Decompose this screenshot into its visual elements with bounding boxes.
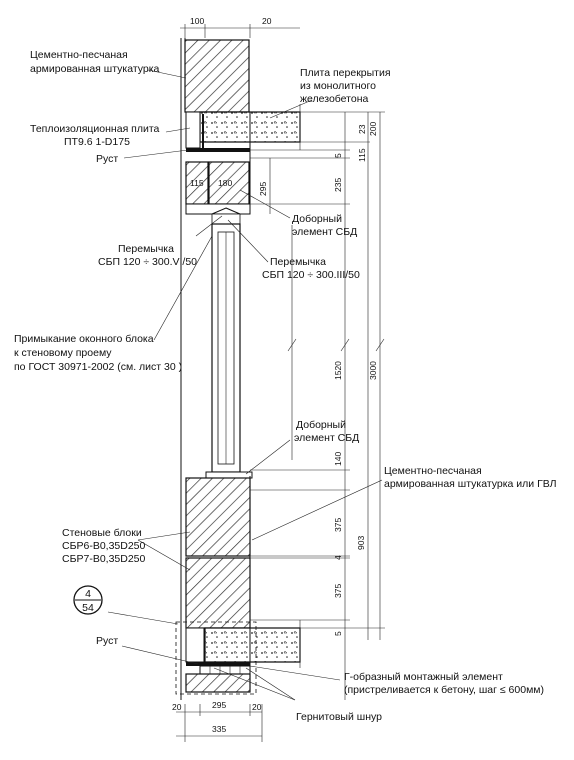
wall-block-upper — [185, 477, 251, 557]
dim-3000: 3000 — [368, 361, 378, 380]
dim-115: 115 — [357, 148, 367, 162]
label-plaster-top-2: армированная штукатурка — [30, 63, 160, 75]
label-wall-blocks-1: Стеновые блоки — [62, 527, 142, 539]
label-mount-2: (пристреливается к бетону, шаг ≤ 600мм) — [344, 684, 544, 696]
dim-top-20: 20 — [262, 16, 272, 26]
label-window-1: Примыкание оконного блока — [14, 333, 154, 345]
leader-lines — [107, 69, 383, 701]
label-window-2: к стеновому проему — [14, 347, 112, 359]
label-plaster-top-1: Цементно-песчаная — [30, 49, 128, 61]
dimension-texts: 100 20 200 23 5 115 235 295 115 180 1520… — [172, 16, 378, 734]
label-lintel-right-2: СБП 120 ÷ 300.III/50 — [262, 269, 360, 281]
dim-bottom-20-left: 20 — [172, 702, 182, 712]
dim-140: 140 — [333, 452, 343, 466]
floor-slab-bottom — [204, 627, 301, 663]
dim-903: 903 — [356, 536, 366, 550]
label-wall-blocks-2: СБР6-В0,35D250 — [62, 540, 146, 552]
insulation-bottom — [185, 627, 205, 663]
dim-5b: 5 — [333, 631, 343, 636]
label-slab-3: железобетона — [300, 93, 369, 105]
label-rust-bottom: Руст — [96, 635, 118, 647]
label-insulation-2: ПТ9.6 1-D175 — [64, 136, 130, 148]
detail-frame — [175, 621, 257, 695]
dim-4: 4 — [333, 555, 343, 560]
dim-bottom-295: 295 — [212, 700, 226, 710]
dim-180h: 180 — [218, 178, 232, 188]
label-extra-mid-1: Доборный — [296, 419, 346, 431]
dim-115h: 115 — [190, 178, 204, 188]
dimension-lines — [176, 24, 385, 742]
label-extra-top-2: элемент СБД — [292, 226, 357, 238]
label-slab-1: Плита перекрытия — [300, 67, 391, 79]
upper-wall-block — [184, 39, 250, 113]
label-wall-blocks-3: СБР7-В0,35D250 — [62, 553, 146, 565]
dim-235: 235 — [333, 178, 343, 192]
dim-top-100: 100 — [190, 16, 204, 26]
dim-bottom-20-right: 20 — [252, 702, 262, 712]
dim-bottom-335: 335 — [212, 724, 226, 734]
label-plaster-right-1: Цементно-песчаная — [384, 465, 482, 477]
gernit-cord — [199, 665, 251, 675]
label-plaster-right-2: армированная штукатурка или ГВЛ — [384, 478, 557, 490]
label-lintel-left-2: СБП 120 ÷ 300.VI/50 — [98, 256, 197, 268]
label-window-3: по ГОСТ 30971-2002 (см. лист 30 ) — [14, 361, 182, 373]
label-extra-mid-2: элемент СБД — [294, 432, 359, 444]
dim-375a: 375 — [333, 518, 343, 532]
insulation-plate — [185, 111, 201, 149]
label-mount-1: Г-образный монтажный элемент — [344, 671, 503, 683]
dim-375b: 375 — [333, 584, 343, 598]
label-extra-top-1: Доборный — [292, 213, 342, 225]
label-lintel-right-1: Перемычка — [270, 256, 326, 268]
label-rust-top: Руст — [96, 153, 118, 165]
dim-5a: 5 — [333, 153, 343, 158]
rust-bottom — [186, 662, 250, 666]
dim-200: 200 — [368, 122, 378, 136]
rust-top — [186, 148, 250, 152]
dim-295v: 295 — [258, 182, 268, 196]
label-slab-2: из монолитного — [300, 80, 376, 92]
callout-number: 4 — [85, 588, 91, 600]
dim-23: 23 — [357, 124, 367, 134]
label-lintel-left-1: Перемычка — [118, 243, 174, 255]
labels: Цементно-песчаная армированная штукатурк… — [14, 49, 557, 723]
label-insulation-1: Теплоизоляционная плита — [30, 123, 160, 135]
dim-1520: 1520 — [333, 361, 343, 380]
wall-structure — [175, 38, 301, 700]
base-block — [185, 673, 251, 693]
callout-sheet: 54 — [82, 602, 94, 614]
section-callout: 4 54 — [73, 585, 103, 615]
label-gernit: Гернитовый шнур — [296, 711, 382, 723]
wall-block-lower — [185, 557, 251, 629]
window-sill — [205, 471, 253, 479]
